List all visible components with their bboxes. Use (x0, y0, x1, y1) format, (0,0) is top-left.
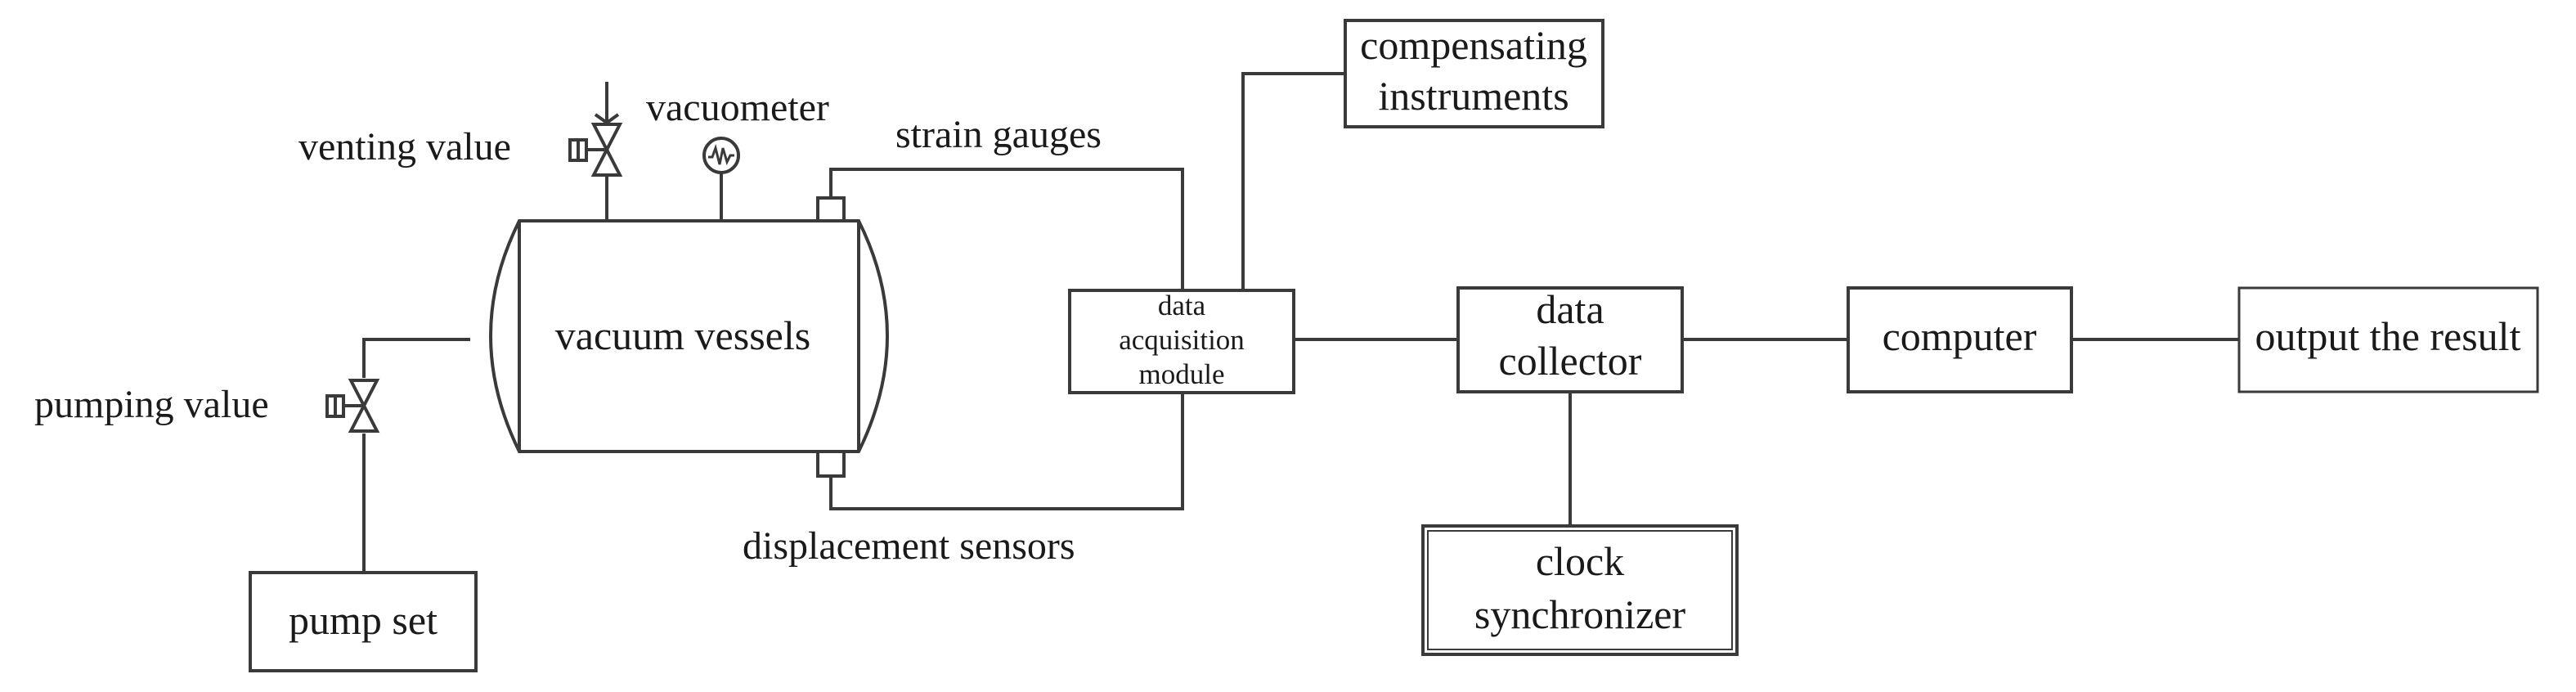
clock-line1: clock (1536, 538, 1624, 584)
venting-value-label: venting value (298, 125, 511, 169)
data-collector-line1: data (1536, 286, 1604, 332)
clock-synchronizer-box (1421, 524, 1739, 656)
compensating-line2: instruments (1378, 73, 1568, 119)
pumping-valve-icon (325, 338, 470, 573)
displacement-sensors-label: displacement sensors (743, 524, 1075, 568)
output-result-label: output the result (2255, 313, 2521, 359)
displacement-sensor-icon (816, 450, 846, 478)
computer-label: computer (1883, 313, 2037, 359)
compensating-wire (1241, 72, 1345, 290)
data-acquisition-line1: data (1158, 290, 1206, 321)
compensating-line1: compensating (1360, 22, 1587, 68)
compensating-instruments-box (1344, 19, 1604, 128)
displacement-sensors-wire (829, 393, 1184, 510)
vacuum-vessel (489, 219, 889, 453)
data-acquisition-line2: acquisition (1119, 324, 1245, 356)
pump-set-label: pump set (289, 597, 438, 643)
vacuometer-label: vacuometer (646, 86, 829, 129)
pumping-value-label: pumping value (34, 383, 269, 426)
strain-gauges-label: strain gauges (895, 113, 1102, 156)
clock-line2: synchronizer (1474, 591, 1686, 637)
output-result-box (2237, 286, 2539, 393)
data-acquisition-line3: module (1139, 358, 1225, 390)
pump-set-box (249, 571, 478, 672)
data-collector-box (1456, 286, 1684, 393)
vacuum-vessels-label: vacuum vessels (555, 312, 810, 358)
vacuometer-icon (702, 137, 740, 221)
venting-valve-icon (568, 82, 623, 221)
strain-gauge-icon (816, 196, 846, 222)
data-collector-line2: collector (1499, 338, 1642, 384)
data-acquisition-module-box (1068, 289, 1295, 394)
strain-gauges-wire (829, 168, 1184, 290)
